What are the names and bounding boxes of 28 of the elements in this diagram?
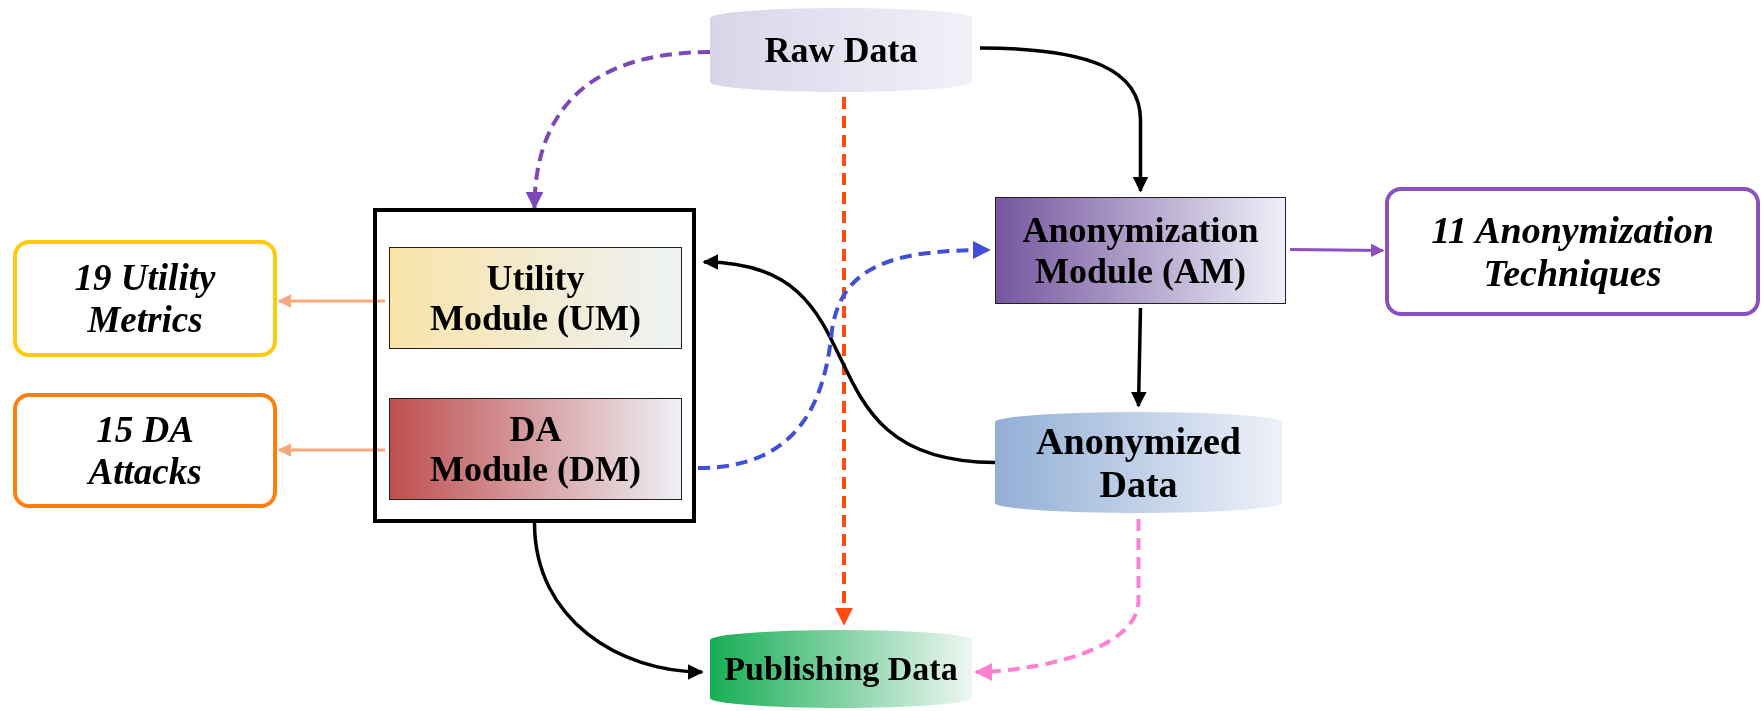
node-label: 19 Utility Metrics xyxy=(74,257,216,340)
arrow xyxy=(277,294,385,308)
arrow xyxy=(1130,307,1147,408)
module-container xyxy=(373,208,696,523)
node-label: Utility Module (UM) xyxy=(430,257,641,339)
result-box xyxy=(13,393,277,508)
data-cylinder xyxy=(710,630,972,708)
node-label: Publishing Data xyxy=(724,649,958,689)
module-box xyxy=(389,247,682,349)
arrow xyxy=(277,443,385,457)
node-label: Anonymized Data xyxy=(1035,419,1242,506)
arrow xyxy=(835,97,853,626)
data-cylinder xyxy=(710,8,972,92)
node-label: DA Module (DM) xyxy=(430,408,641,490)
node-label: 15 DA Attacks xyxy=(88,409,202,492)
module-box xyxy=(995,197,1286,304)
result-box xyxy=(1385,187,1760,316)
node-label: Raw Data xyxy=(764,29,918,71)
arrow xyxy=(532,522,704,680)
data-cylinder xyxy=(995,412,1282,513)
module-box xyxy=(389,398,682,500)
arrow xyxy=(526,50,711,210)
arrow xyxy=(979,46,1149,193)
result-box xyxy=(13,240,277,357)
node-label: Anonymization Module (AM) xyxy=(1021,210,1260,291)
node-label: 11 Anonymization Techniques xyxy=(1430,208,1715,295)
arrow xyxy=(974,519,1141,681)
arrow xyxy=(1290,243,1385,258)
